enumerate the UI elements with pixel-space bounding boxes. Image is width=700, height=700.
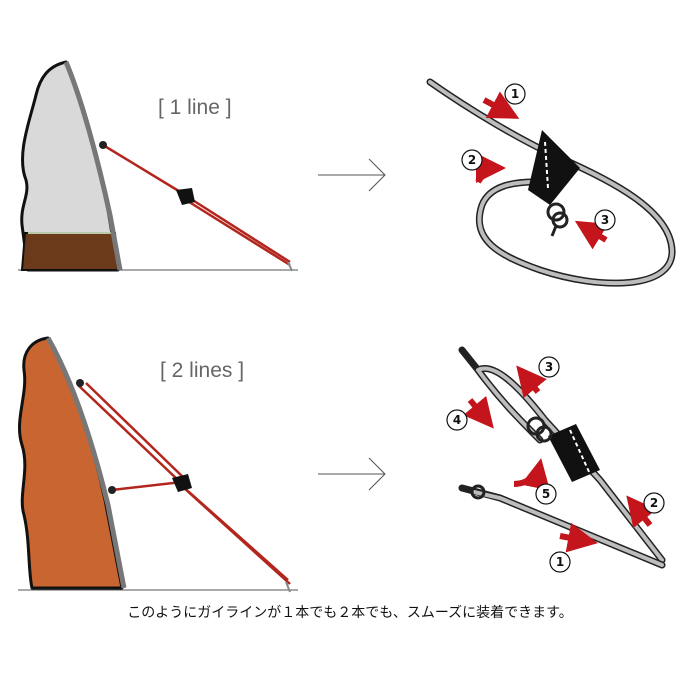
knot-icon: [546, 202, 569, 237]
tent-illustration-one-line: [18, 60, 298, 272]
transition-arrow-icon: [318, 158, 386, 192]
svg-text:3: 3: [601, 213, 609, 227]
guyline-one-line: [102, 143, 291, 267]
tensioner-icon: [176, 188, 195, 205]
step-badges-two-lines: 1 2 3 4 5: [446, 356, 665, 573]
tent-floor-band: [20, 232, 120, 271]
tent-pole: [45, 336, 127, 589]
peg-icon: [285, 581, 291, 593]
svg-text:2: 2: [468, 153, 476, 167]
step-badge: [594, 209, 616, 231]
step-badge: [538, 356, 560, 378]
svg-text:4: 4: [453, 413, 461, 427]
svg-text:3: 3: [545, 360, 553, 374]
step-badge: [549, 551, 571, 573]
svg-text:1: 1: [556, 555, 564, 569]
tent-wall-orange: [17, 336, 124, 590]
step-arrows-two-lines: [463, 365, 657, 553]
step-badge: [535, 483, 557, 505]
tensioner-icon: [528, 130, 580, 205]
tent-illustration-two-lines: [17, 336, 298, 593]
step-badges-one-line: 1 2 3: [461, 83, 616, 231]
detail-one-line: [426, 78, 676, 287]
tensioner-icon: [548, 424, 600, 482]
peg-icon: [287, 261, 293, 272]
knot-icon: [470, 484, 486, 500]
step-badge: [643, 492, 665, 514]
guyout-loop-icon: [108, 486, 116, 494]
guyout-loop-icon: [99, 141, 107, 149]
detail-two-lines: [458, 346, 666, 569]
panel-one-title: [ 1 line ]: [158, 96, 232, 119]
tent-pole: [63, 61, 123, 271]
transition-arrow-icon: [318, 457, 386, 491]
panel-two-title: [ 2 lines ]: [160, 359, 244, 382]
step-badge: [461, 149, 483, 171]
guyout-loop-icon: [76, 379, 84, 387]
svg-text:2: 2: [650, 496, 658, 510]
guyline-two-lines: [77, 382, 291, 585]
knot-icon: [526, 416, 553, 443]
step-badge: [446, 409, 468, 431]
step-arrows-one-line: [475, 91, 609, 250]
svg-text:5: 5: [542, 487, 550, 501]
caption-text: このようにガイラインが１本でも２本でも、スムーズに装着できます。: [127, 605, 573, 621]
svg-text:1: 1: [511, 87, 519, 101]
step-badge: [504, 83, 526, 105]
tensioner-icon: [172, 474, 192, 492]
